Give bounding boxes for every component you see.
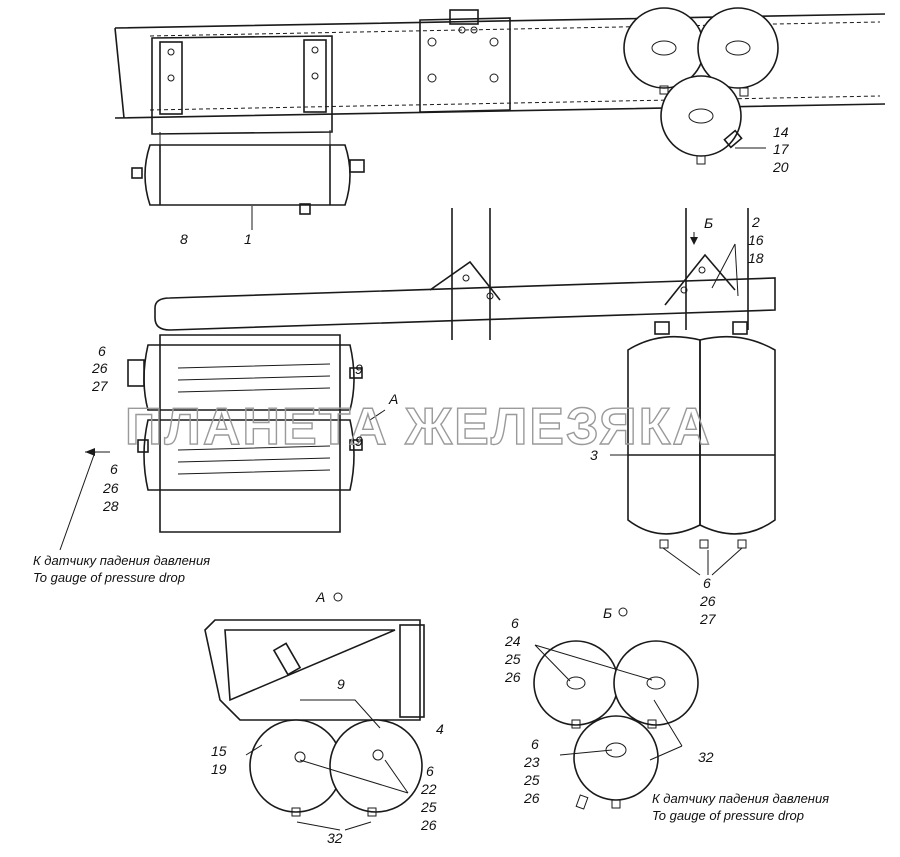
callout-26-c: 26 — [699, 593, 716, 609]
callout-26-d: 26 — [420, 817, 437, 833]
sensor-note-ru-left: К датчику падения давления — [33, 553, 210, 568]
sensor-note-en-right: To gauge of pressure drop — [652, 808, 804, 823]
callout-26-b: 26 — [102, 480, 119, 496]
callout-6-a: 6 — [98, 343, 106, 359]
receiver-top-left — [131, 35, 365, 215]
frame-beam-top — [114, 9, 886, 119]
callout-26-e: 26 — [504, 669, 521, 685]
callout-25-c: 25 — [523, 772, 540, 788]
callout-26-a: 26 — [91, 360, 108, 376]
view-a-marker-icon — [333, 592, 343, 602]
callout-28: 28 — [102, 498, 119, 514]
callout-2: 2 — [751, 214, 760, 230]
view-b-marker-icon — [618, 607, 628, 617]
sensor-note-ru-right: К датчику падения давления — [652, 791, 829, 806]
callout-15: 15 — [211, 743, 227, 759]
callout-17: 17 — [773, 141, 790, 157]
view-a-arrow-label: А — [388, 391, 398, 407]
callout-19: 19 — [211, 761, 227, 777]
frame-side — [154, 208, 776, 340]
callout-25-a: 25 — [420, 799, 437, 815]
receiver-twin-right — [627, 321, 776, 549]
callout-24: 24 — [504, 633, 521, 649]
callout-6-b: 6 — [110, 461, 118, 477]
callout-20: 20 — [772, 159, 789, 175]
callout-9-c: 9 — [337, 676, 345, 692]
callout-6-f: 6 — [531, 736, 539, 752]
view-a-label: А — [315, 589, 325, 605]
callout-27-a: 27 — [91, 378, 109, 394]
view-b-arrow-label: Б — [704, 215, 713, 231]
view-a-drawing — [204, 619, 425, 817]
callout-32-b: 32 — [698, 749, 714, 765]
leader-lines — [59, 147, 766, 831]
callout-6-d: 6 — [426, 763, 434, 779]
receiver-cluster-top-right — [623, 7, 779, 165]
callout-27-c: 27 — [699, 611, 717, 627]
callout-14: 14 — [773, 124, 789, 140]
callout-32-a: 32 — [327, 830, 343, 846]
view-b-label: Б — [603, 605, 612, 621]
callout-16: 16 — [748, 232, 764, 248]
callout-6-e: 6 — [511, 615, 519, 631]
callout-23: 23 — [523, 754, 540, 770]
callout-25-b: 25 — [504, 651, 521, 667]
watermark-text: ПЛАНЕТА ЖЕЛЕЗЯКА — [125, 398, 712, 456]
sensor-note-en-left: To gauge of pressure drop — [33, 570, 185, 585]
callout-18: 18 — [748, 250, 764, 266]
callout-6-c: 6 — [703, 575, 711, 591]
callout-4: 4 — [436, 721, 444, 737]
callout-8: 8 — [180, 231, 188, 247]
callout-1: 1 — [244, 231, 252, 247]
callout-9-a: 9 — [355, 361, 363, 377]
receiver-stack-left — [127, 334, 363, 533]
callout-3: 3 — [590, 447, 598, 463]
view-b-drawing — [533, 640, 699, 810]
callout-9-b: 9 — [355, 433, 363, 449]
callout-22: 22 — [420, 781, 437, 797]
callout-26-f: 26 — [523, 790, 540, 806]
